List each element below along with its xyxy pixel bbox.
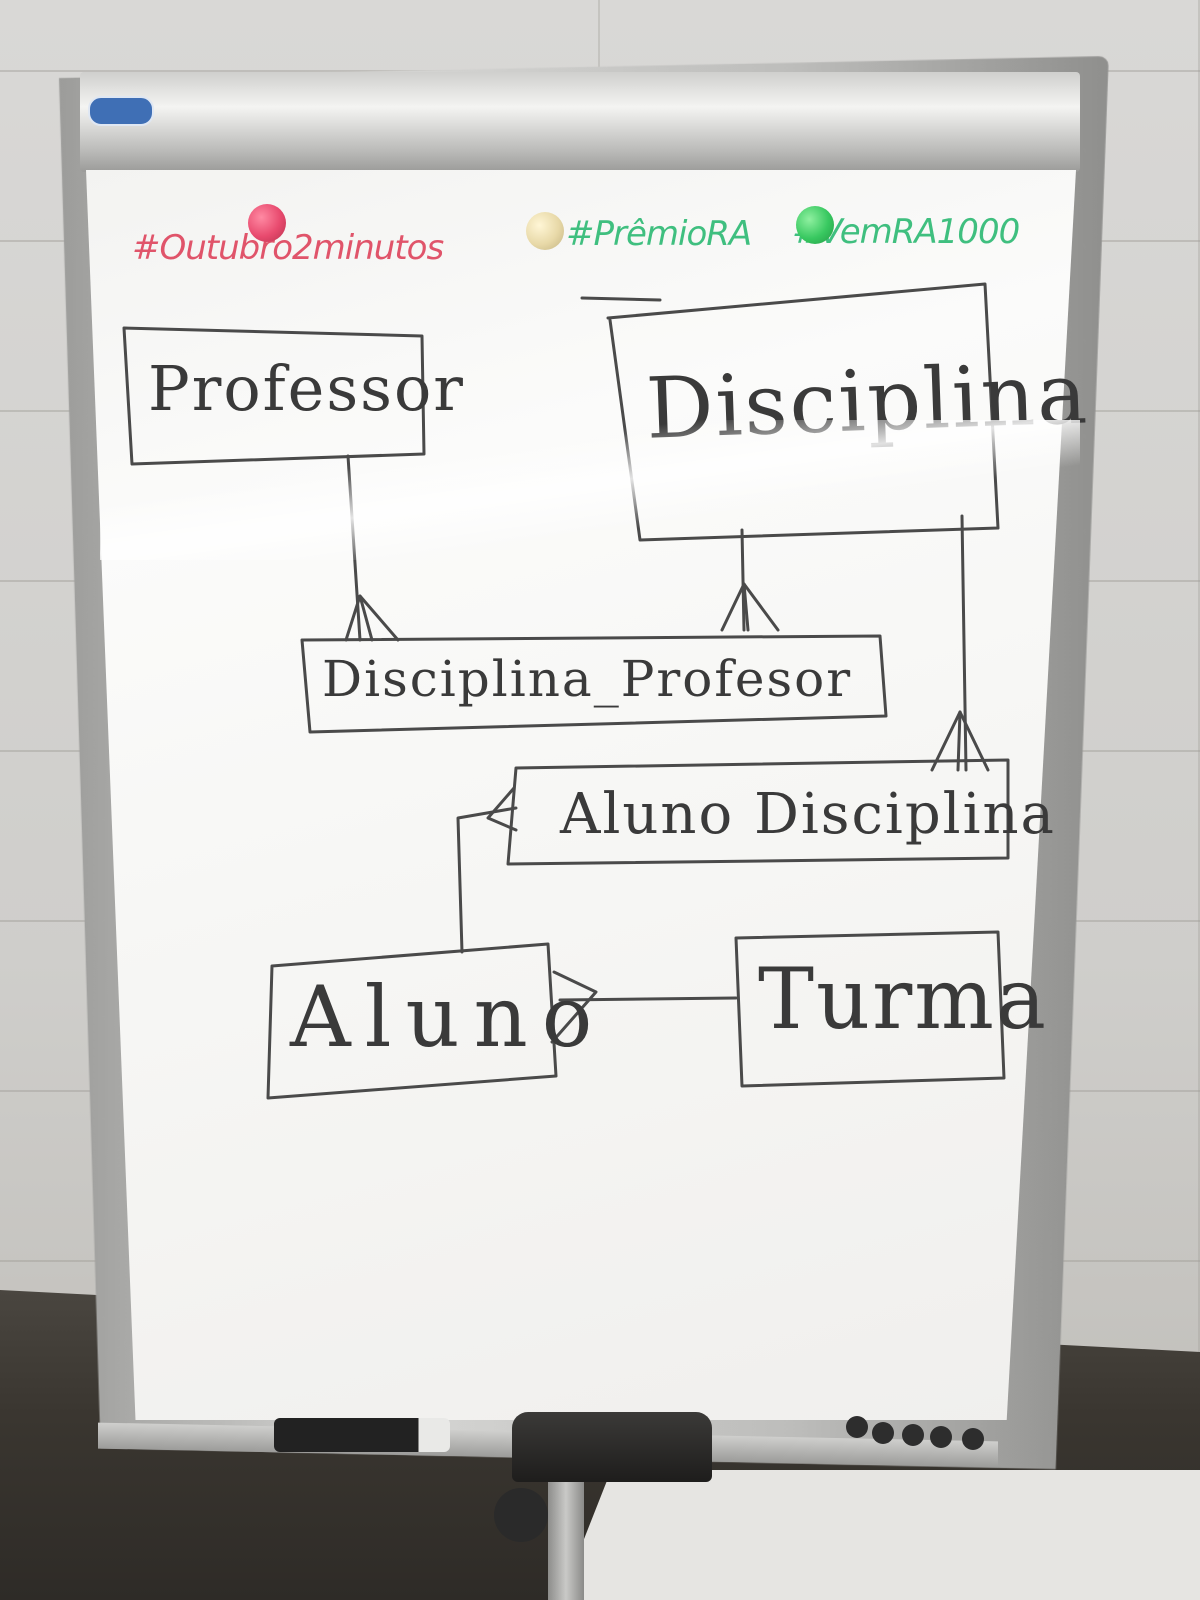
whiteboard-marker: [274, 1418, 450, 1452]
whiteboard-top-rail: [80, 72, 1080, 172]
entity-disciplina: Disciplina: [644, 344, 1091, 458]
hashtag-premio: #PrêmioRA: [566, 214, 752, 254]
brand-logo-badge: [88, 96, 154, 126]
whiteboard-eraser: [512, 1412, 712, 1482]
small-magnet-3: [902, 1424, 924, 1446]
floor-highlight: [560, 1470, 1200, 1600]
green-magnet: [796, 206, 834, 244]
stand-knob: [494, 1488, 548, 1542]
small-magnet-4: [930, 1426, 952, 1448]
stand-pole: [548, 1470, 584, 1600]
cream-magnet: [526, 212, 564, 250]
pink-magnet: [248, 204, 286, 242]
entity-disciplina-professor: Disciplina_Profesor: [322, 650, 853, 708]
small-magnet-1: [846, 1416, 868, 1438]
entity-professor: Professor: [148, 352, 465, 425]
entity-aluno: Aluno: [290, 968, 607, 1066]
small-magnet-2: [872, 1422, 894, 1444]
entity-turma: Turma: [758, 950, 1049, 1048]
entity-aluno-disciplina: Aluno Disciplina: [560, 782, 1056, 847]
small-magnet-5: [962, 1428, 984, 1450]
hashtag-outubro: #Outubro2minutos: [132, 228, 444, 268]
